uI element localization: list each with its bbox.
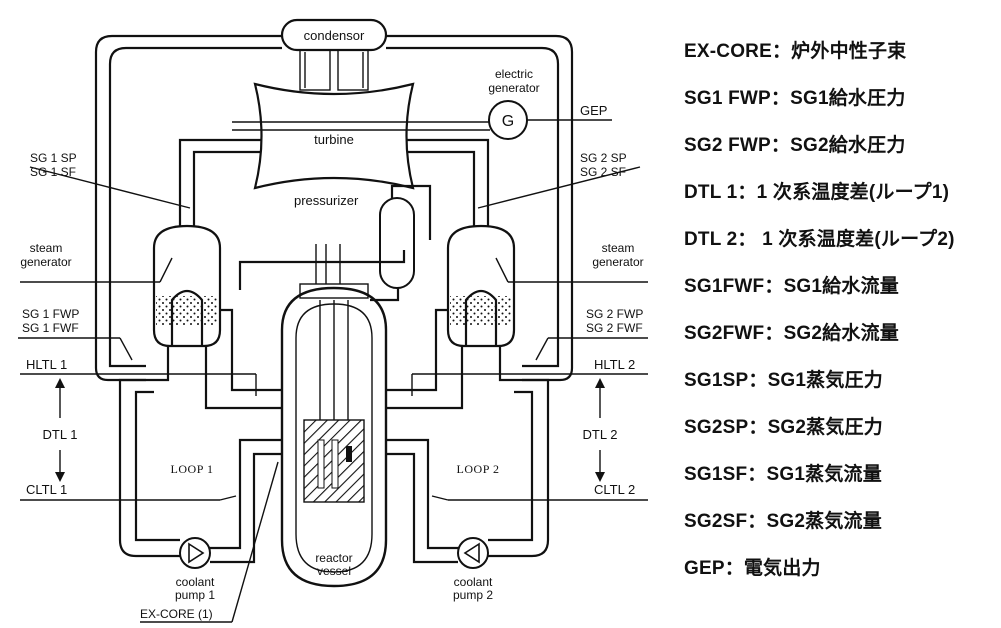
legend-item-dtl2: DTL 2： 1 次系温度差(ループ2) — [684, 229, 955, 250]
pressurizer-label: pressurizer — [294, 193, 359, 208]
legend-item-sg1sp: SG1SP：SG1蒸気圧力 — [684, 370, 883, 391]
reactor-vessel — [280, 244, 388, 588]
sg2-label-line1: steam — [602, 241, 635, 255]
steam-lines — [178, 138, 490, 242]
loop2-label: LOOP 2 — [457, 462, 500, 476]
cltl2-label: CLTL 2 — [594, 482, 635, 497]
hltl2-label: HLTL 2 — [594, 357, 635, 372]
legend-item-gep: GEP：電気出力 — [684, 558, 821, 579]
legend-item-sg1fwf: SG1FWF：SG1給水流量 — [684, 276, 899, 297]
sg2-fwf-label: SG 2 FWF — [586, 321, 643, 335]
sg1-label-line1: steam — [30, 241, 63, 255]
pump1-label-line1: coolant — [176, 575, 215, 589]
condensor-label: condensor — [304, 28, 365, 43]
legend-item-sg1sf: SG1SF：SG1蒸気流量 — [684, 464, 882, 485]
condenser: condensor — [280, 18, 388, 91]
sg1-fwf-label: SG 1 FWF — [22, 321, 79, 335]
pressurizer: pressurizer — [238, 184, 432, 302]
vessel-label-line1: reactor — [315, 551, 352, 565]
turbine-label: turbine — [314, 132, 354, 147]
sg1-label-line2: generator — [20, 255, 71, 269]
generator-label-line1: electric — [495, 67, 533, 81]
legend-item-sg2-fwp: SG2 FWP：SG2給水圧力 — [684, 135, 906, 156]
sg1-sp-label: SG 1 SP — [30, 151, 77, 165]
generator: G electric generator GEP — [232, 67, 612, 140]
generator-symbol: G — [502, 113, 514, 130]
legend-item-sg2sf: SG2SF：SG2蒸気流量 — [684, 511, 882, 532]
sg1-fwp-label: SG 1 FWP — [22, 307, 79, 321]
legend-item-sg2fwf: SG2FWF：SG2給水流量 — [684, 323, 899, 344]
primary-loop-2 — [378, 308, 550, 564]
primary-loop-1 — [118, 308, 290, 564]
loop1-label: LOOP 1 — [171, 462, 214, 476]
gep-label: GEP — [580, 103, 607, 118]
sg2-sp-label: SG 2 SP — [580, 151, 627, 165]
dtl2-label: DTL 2 — [583, 427, 618, 442]
legend-item-dtl1: DTL 1：1 次系温度差(ループ1) — [684, 182, 950, 203]
hltl1-label: HLTL 1 — [26, 357, 67, 372]
left-signals: SG 1 SP SG 1 SF steam generator SG 1 FWP… — [18, 151, 257, 501]
sg1-sf-label: SG 1 SF — [30, 165, 76, 179]
dtl1-label: DTL 1 — [43, 427, 78, 442]
sg2-label-line2: generator — [592, 255, 643, 269]
pwr-plant-diagram: condensor turbine G electric generator G… — [18, 18, 648, 623]
right-signals: SG 2 SP SG 2 SF steam generator SG 2 FWP… — [411, 151, 648, 501]
pump2-label-line1: coolant — [454, 575, 493, 589]
pump2-label-line2: pump 2 — [453, 588, 493, 602]
coolant-pump-1 — [179, 537, 211, 569]
legend-item-sg2sp: SG2SP：SG2蒸気圧力 — [684, 417, 883, 438]
generator-label-line2: generator — [488, 81, 539, 95]
sg2-fwp-label: SG 2 FWP — [586, 307, 643, 321]
outer-pipes — [94, 34, 574, 382]
vessel-label-line2: vessel — [317, 564, 351, 578]
steam-generator-1 — [152, 224, 222, 348]
turbine: turbine — [253, 82, 415, 190]
excore-label: EX-CORE (1) — [140, 607, 213, 621]
cltl1-label: CLTL 1 — [26, 482, 67, 497]
legend-item-excore: EX-CORE：炉外中性子束 — [684, 41, 907, 62]
legend-item-sg1-fwp: SG1 FWP：SG1給水圧力 — [684, 88, 906, 109]
sg2-sf-label: SG 2 SF — [580, 165, 626, 179]
coolant-pump-2 — [457, 537, 489, 569]
pump1-label-line2: pump 1 — [175, 588, 215, 602]
steam-generator-2 — [446, 224, 516, 348]
